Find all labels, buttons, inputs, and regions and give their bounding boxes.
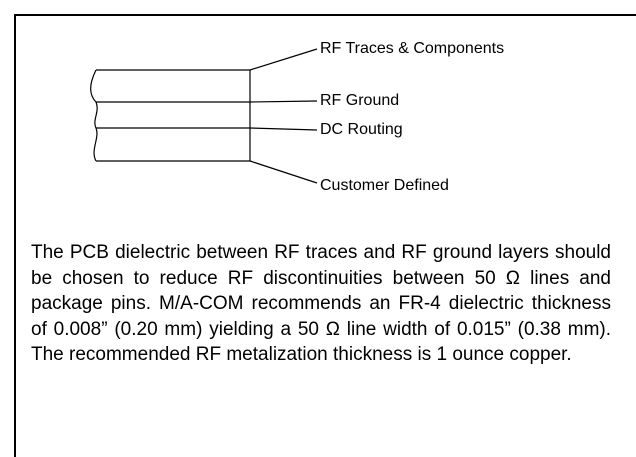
- frame-top-border: [14, 14, 636, 16]
- rf-ground-leader: [249, 100, 318, 103]
- customer-defined-label: Customer Defined: [320, 177, 449, 194]
- rf-ground-label: RF Ground: [320, 92, 400, 109]
- description-paragraph: The PCB dielectric between RF traces and…: [31, 242, 611, 366]
- pcb-stackup-drawing: [90, 48, 318, 184]
- dc-routing-leader: [249, 127, 318, 131]
- pcb-layer-stackup-diagram: RF Traces & Components RF Ground DC Rout…: [90, 40, 505, 194]
- board-break-edge: [90, 69, 98, 162]
- rf-traces-label: RF Traces & Components: [320, 40, 505, 57]
- dc-routing-label: DC Routing: [320, 121, 403, 138]
- customer-defined-leader: [249, 160, 318, 184]
- frame-left-border: [14, 14, 16, 457]
- rf-traces-leader: [249, 48, 318, 71]
